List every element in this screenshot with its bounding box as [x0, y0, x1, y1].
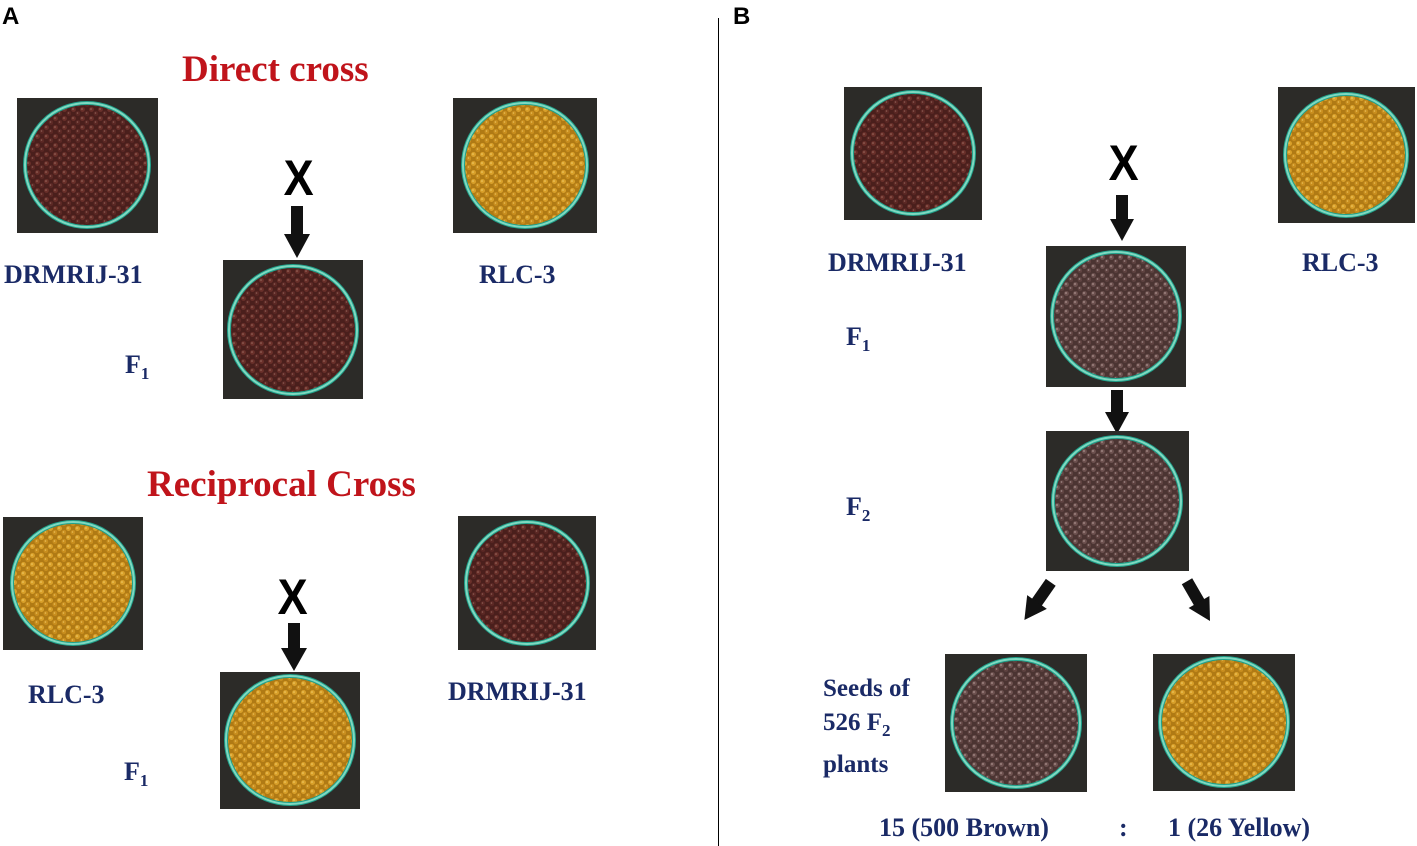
dish-rlc3-reciprocal — [3, 517, 143, 650]
cross-symbol-reciprocal: X — [277, 569, 308, 625]
dish-f2-b — [1046, 431, 1189, 571]
label-rlc3-reciprocal: RLC-3 — [28, 680, 105, 709]
arrow-down-icon — [1110, 195, 1134, 241]
arrow-down-icon — [281, 623, 307, 671]
reciprocal-cross-title: Reciprocal Cross — [147, 464, 416, 505]
label-rlc3-direct: RLC-3 — [479, 260, 556, 289]
label-f1-reciprocal: F1 — [124, 757, 149, 791]
panel-b-label: B — [733, 3, 751, 30]
dish-rlc3-direct — [453, 98, 597, 233]
cross-symbol-b: X — [1108, 135, 1139, 191]
panel-divider — [718, 18, 719, 846]
label-f1-direct: F1 — [125, 350, 150, 384]
label-seeds-of-f2-plants: Seeds of 526 F2 plants — [823, 675, 910, 778]
dish-f1-b — [1046, 246, 1186, 387]
dish-drmrij31-reciprocal — [458, 516, 596, 650]
dish-f1-reciprocal — [220, 672, 360, 809]
label-drmrij31-b: DRMRIJ-31 — [828, 248, 967, 277]
direct-cross-title: Direct cross — [182, 49, 369, 90]
dish-f2-brown — [945, 654, 1087, 792]
label-drmrij31-reciprocal: DRMRIJ-31 — [448, 677, 587, 706]
ratio-brown: 15 (500 Brown) — [879, 813, 1049, 842]
dish-drmrij31-b — [844, 87, 982, 220]
ratio-yellow: 1 (26 Yellow) — [1168, 813, 1311, 842]
label-drmrij31-direct: DRMRIJ-31 — [4, 260, 143, 289]
label-f2-b: F2 — [846, 492, 871, 526]
dish-drmrij31-direct — [17, 98, 158, 233]
dish-f1-direct — [223, 260, 363, 399]
panel-a-label: A — [2, 3, 20, 30]
dish-f2-yellow — [1153, 654, 1295, 791]
arrow-down-right-icon — [1181, 578, 1210, 622]
cross-symbol-direct: X — [283, 150, 314, 206]
dish-rlc3-b — [1278, 87, 1415, 223]
arrow-down-icon — [284, 206, 310, 258]
arrow-down-left-icon — [1024, 578, 1056, 621]
ratio-colon: : — [1119, 813, 1128, 842]
label-f1-b: F1 — [846, 322, 871, 356]
arrow-down-icon — [1105, 390, 1129, 434]
label-rlc3-b: RLC-3 — [1302, 248, 1379, 277]
